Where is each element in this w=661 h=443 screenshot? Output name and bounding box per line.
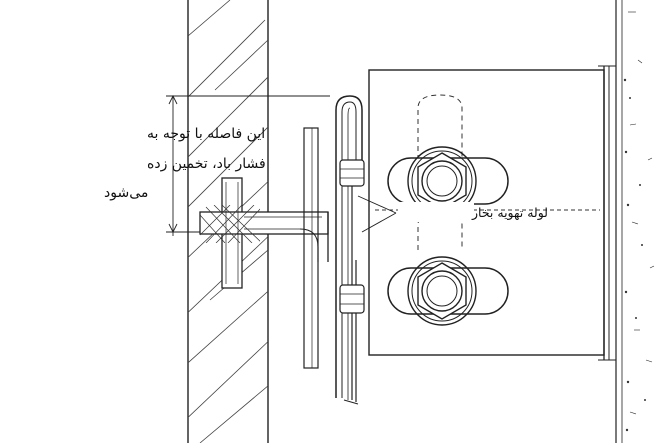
vent-pipe-label-bg: [398, 202, 474, 222]
wall-hatching: [188, 0, 268, 443]
strap-bolt-upper: [339, 159, 365, 187]
grout-crosshatch: [200, 205, 260, 243]
vent-pipe-label: لوله تهویه بخار: [471, 205, 548, 221]
vent-strap: [335, 95, 363, 405]
strap-bolt-lower: [339, 284, 365, 314]
wall-anchor: [199, 177, 329, 289]
slot-nut-upper: [387, 146, 509, 216]
slot-nut-lower: [387, 256, 509, 326]
vent-pipe-leaders: [357, 195, 397, 233]
back-plate: [303, 127, 319, 369]
cladding-texture-dots: [623, 78, 646, 432]
cladding-panel: [598, 0, 655, 443]
concrete-wall: [187, 0, 269, 443]
gap-note-line-3: می‌شود: [104, 185, 148, 201]
gap-note-line-1: این فاصله با توجه به: [147, 126, 265, 142]
gap-note-line-2: فشار باد، تخمین زده: [147, 156, 266, 172]
gap-note: این فاصله با توجه به فشار باد، تخمین زده…: [104, 126, 266, 201]
